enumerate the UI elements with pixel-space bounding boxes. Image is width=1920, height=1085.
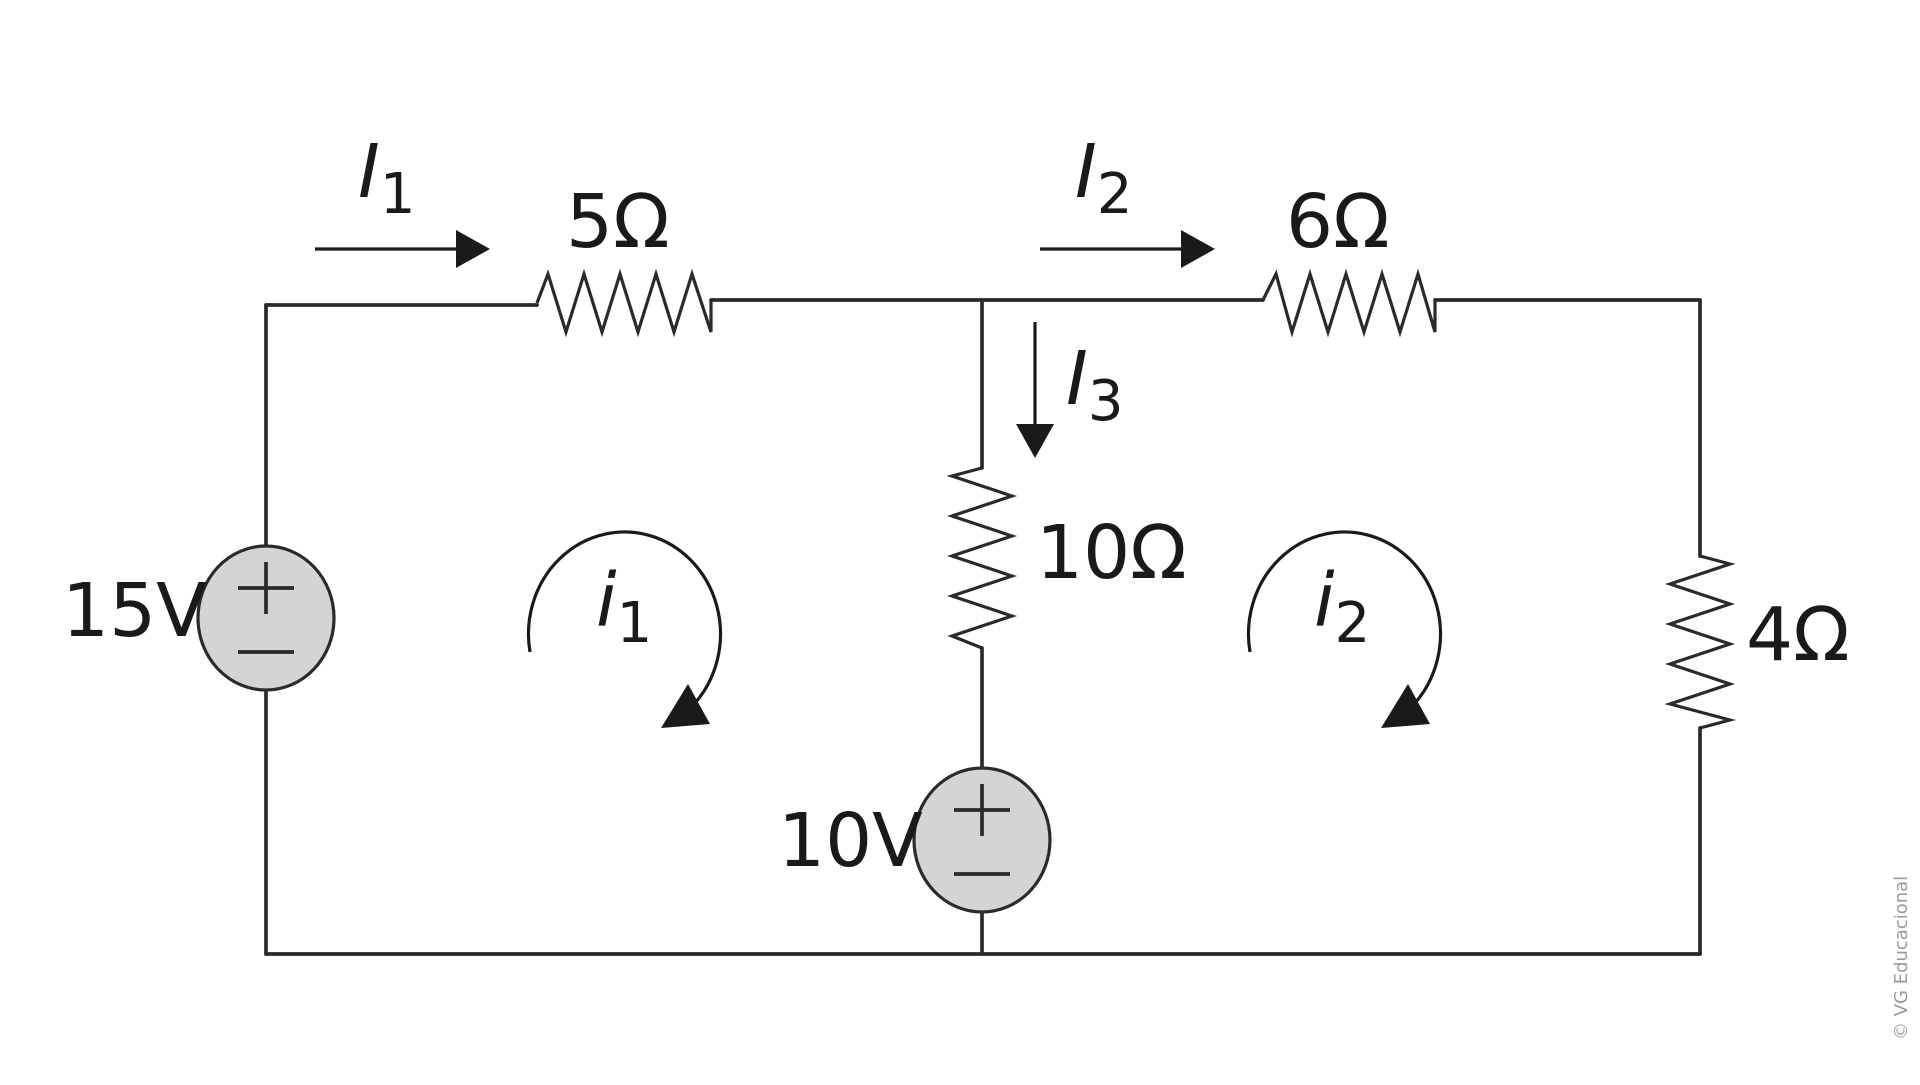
- source-10v-label: 10V: [778, 798, 923, 884]
- resistor-10ohm-label: 10Ω: [1036, 510, 1187, 596]
- arrowhead-icon: [1381, 684, 1430, 728]
- current-subscript: 1: [380, 162, 416, 227]
- mesh-loop-1: [526, 530, 723, 728]
- resistor-5ohm-label: 5Ω: [566, 179, 670, 265]
- current-arrow-i3: [1016, 322, 1054, 458]
- mesh-symbol: i: [596, 558, 617, 644]
- current-symbol: I: [358, 129, 380, 215]
- wires: [264, 298, 1702, 956]
- voltage-source-15v: [196, 544, 336, 692]
- current-symbol: I: [1066, 336, 1088, 422]
- current-i2-label: I2: [1075, 129, 1132, 227]
- current-arrow-i2: [1040, 230, 1215, 268]
- current-symbol: I: [1075, 129, 1097, 215]
- resistor-6ohm: [1261, 268, 1437, 338]
- mesh-loop-2: [1246, 530, 1443, 728]
- mesh-subscript: 2: [1335, 591, 1371, 656]
- current-i1-label: I1: [358, 129, 415, 227]
- mesh-subscript: 1: [617, 591, 653, 656]
- resistor-10ohm: [946, 466, 1018, 650]
- mesh-i2-label: i2: [1314, 558, 1370, 656]
- mesh-i1-label: i1: [596, 558, 652, 656]
- arrowhead-icon: [661, 684, 710, 728]
- plus-sign-icon: [954, 784, 1010, 836]
- copyright-text: © VG Educacional: [1891, 876, 1912, 1040]
- resistor-5ohm: [535, 268, 713, 338]
- resistor-4ohm-label: 4Ω: [1746, 592, 1850, 678]
- voltage-source-10v: [912, 766, 1052, 914]
- current-arrow-i1: [315, 230, 490, 268]
- arrowhead-icon: [1016, 424, 1054, 458]
- plus-sign-icon: [238, 562, 294, 614]
- current-subscript: 2: [1097, 162, 1133, 227]
- current-subscript: 3: [1088, 369, 1124, 434]
- arrowhead-icon: [1181, 230, 1215, 268]
- resistor-6ohm-label: 6Ω: [1286, 179, 1390, 265]
- current-i3-label: I3: [1066, 336, 1123, 434]
- arrowhead-icon: [456, 230, 490, 268]
- mesh-symbol: i: [1314, 558, 1335, 644]
- source-15v-label: 15V: [62, 568, 207, 654]
- resistor-4ohm: [1664, 554, 1737, 730]
